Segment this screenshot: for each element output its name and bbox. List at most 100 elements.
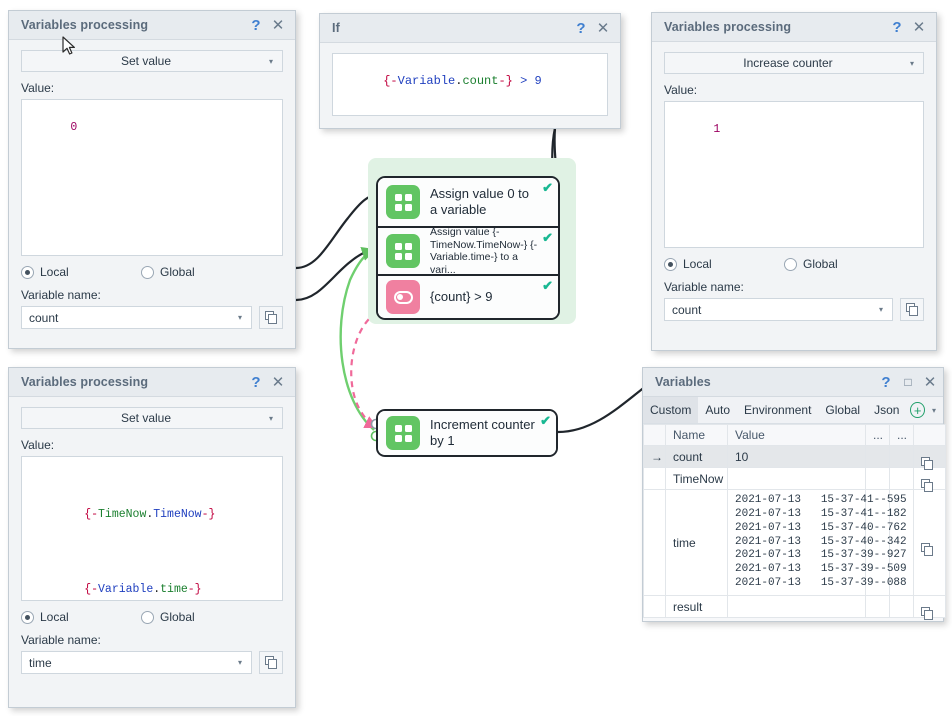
row-name[interactable]: count [665,445,728,468]
variable-name-row[interactable]: time ▾ [21,651,283,674]
flow-node-assign-zero[interactable]: Assign value 0 to a variable ✔ [378,178,558,226]
row-name[interactable]: result [665,595,728,618]
expr-object: Variable [397,74,456,88]
table-row[interactable]: time 2021-07-13 15-37-41--595 2021-07-13… [643,489,946,596]
toggle-icon [386,280,420,314]
dialog-variables-processing-time[interactable]: Variables processing ? ✕ Set value ▾ Val… [8,367,296,708]
add-variable-icon[interactable]: + [910,402,925,418]
value-editor[interactable]: 1 [664,101,924,248]
radio-local[interactable]: Local [21,265,141,279]
copy-variable-button[interactable] [259,306,283,329]
help-icon[interactable]: ? [892,18,902,36]
flow-node-assign-time[interactable]: Assign value {-TimeNow.TimeNow-} {-Varia… [378,226,558,276]
flow-node-condition[interactable]: {count} > 9 ✔ [378,274,558,318]
tab-json[interactable]: Json [874,403,900,417]
dialog-titlebar[interactable]: Variables processing ? ✕ [9,11,295,40]
radio-global[interactable]: Global [141,265,195,279]
variables-table[interactable]: Name Value ... ... → count 10 TimeNow [643,424,946,618]
maximize-icon[interactable]: □ [904,375,912,389]
row-value[interactable]: 10 [727,445,866,468]
radio-local-label: Local [683,257,712,271]
col-extra-2[interactable]: ... [889,424,914,446]
row-name[interactable]: time [665,489,728,596]
row-value[interactable]: 2021-07-13 15-37-41--595 2021-07-13 15-3… [727,489,907,596]
variable-name-label: Variable name: [664,280,744,294]
row-extra-1[interactable] [865,445,890,468]
row-extra-2[interactable] [889,489,914,596]
value-line-2: {-Variable.time-} [84,583,202,596]
value-editor[interactable]: 0 [21,99,283,256]
scope-radio-group[interactable]: Local Global [21,265,283,279]
variable-name-row[interactable]: count ▾ [664,298,924,321]
row-value[interactable] [727,467,866,490]
row-extra-1[interactable] [865,467,890,490]
row-extra-2[interactable] [889,445,914,468]
tab-environment[interactable]: Environment [744,403,812,417]
help-icon[interactable]: ? [251,16,261,34]
row-extra-2[interactable] [889,467,914,490]
panel-titlebar[interactable]: Variables ? □ ✕ [643,368,943,397]
row-value[interactable] [727,595,866,618]
value-editor[interactable]: {-TimeNow.TimeNow-} {-Variable.time-} [21,456,283,601]
action-dropdown-value: Increase counter [743,56,833,70]
copy-variable-button[interactable] [900,298,924,321]
row-copy-button[interactable] [913,467,946,490]
copy-variable-button[interactable] [259,651,283,674]
action-dropdown[interactable]: Increase counter ▾ [664,52,924,74]
close-icon[interactable]: ✕ [912,19,926,36]
radio-local[interactable]: Local [664,257,784,271]
dialog-titlebar[interactable]: Variables processing ? ✕ [652,13,936,42]
dialog-variables-processing-count[interactable]: Variables processing ? ✕ Set value ▾ Val… [8,10,296,349]
row-extra-1[interactable] [865,595,890,618]
radio-global[interactable]: Global [141,610,195,624]
tab-custom[interactable]: Custom [643,397,699,423]
tab-global[interactable]: Global [825,403,861,417]
scope-radio-group[interactable]: Local Global [21,610,283,624]
grid-icon [386,234,420,268]
close-icon[interactable]: ✕ [271,17,285,34]
dialog-if-condition[interactable]: If ? ✕ {-Variable.count-} > 9 [319,13,621,129]
flow-node-label: Assign value 0 to a variable [430,186,530,217]
flow-node-group[interactable]: Assign value 0 to a variable ✔ Assign va… [376,176,560,320]
radio-local-label: Local [40,610,69,624]
help-icon[interactable]: ? [251,373,261,391]
help-icon[interactable]: ? [576,19,586,37]
scope-radio-group[interactable]: Local Global [664,257,924,271]
close-icon[interactable]: ✕ [271,374,285,391]
row-name[interactable]: TimeNow [665,467,728,490]
dialog-titlebar[interactable]: If ? ✕ [320,14,620,43]
table-row[interactable]: result [643,595,946,618]
radio-global[interactable]: Global [784,257,838,271]
row-copy-button[interactable] [913,595,946,618]
close-icon[interactable]: ✕ [923,374,937,391]
radio-local[interactable]: Local [21,610,141,624]
flow-node-increment-counter[interactable]: Increment counter by 1 ✔ [376,409,558,457]
variable-name-row[interactable]: count ▾ [21,306,283,329]
col-name[interactable]: Name [665,424,728,446]
variable-name-dropdown[interactable]: count ▾ [664,298,893,321]
dialog-titlebar[interactable]: Variables processing ? ✕ [9,368,295,397]
variable-name-label: Variable name: [21,633,101,647]
row-copy-button[interactable] [913,445,946,468]
tab-auto[interactable]: Auto [705,403,731,417]
condition-expression-editor[interactable]: {-Variable.count-} > 9 [332,53,608,116]
col-extra-1[interactable]: ... [865,424,890,446]
action-dropdown[interactable]: Set value ▾ [21,50,283,72]
variable-name-dropdown[interactable]: time ▾ [21,651,252,674]
value-line-1: {-TimeNow.TimeNow-} [84,508,216,521]
row-extra-2[interactable] [889,595,914,618]
chevron-down-icon[interactable]: ▾ [931,405,936,415]
variable-name-dropdown[interactable]: count ▾ [21,306,252,329]
close-icon[interactable]: ✕ [596,20,610,37]
value-text: 1 [713,123,721,136]
help-icon[interactable]: ? [881,373,891,391]
row-copy-button[interactable] [913,489,946,596]
radio-dot-icon [21,610,34,624]
dialog-variables-processing-increase[interactable]: Variables processing ? ✕ Increase counte… [651,12,937,351]
table-row[interactable]: → count 10 [643,445,946,468]
action-dropdown[interactable]: Set value ▾ [21,407,283,429]
col-value[interactable]: Value [727,424,866,446]
table-row[interactable]: TimeNow [643,467,946,490]
variables-tabs[interactable]: Custom Auto Environment Global Json + ▾ [643,397,943,424]
panel-variables[interactable]: Variables ? □ ✕ Custom Auto Environment … [642,367,946,622]
